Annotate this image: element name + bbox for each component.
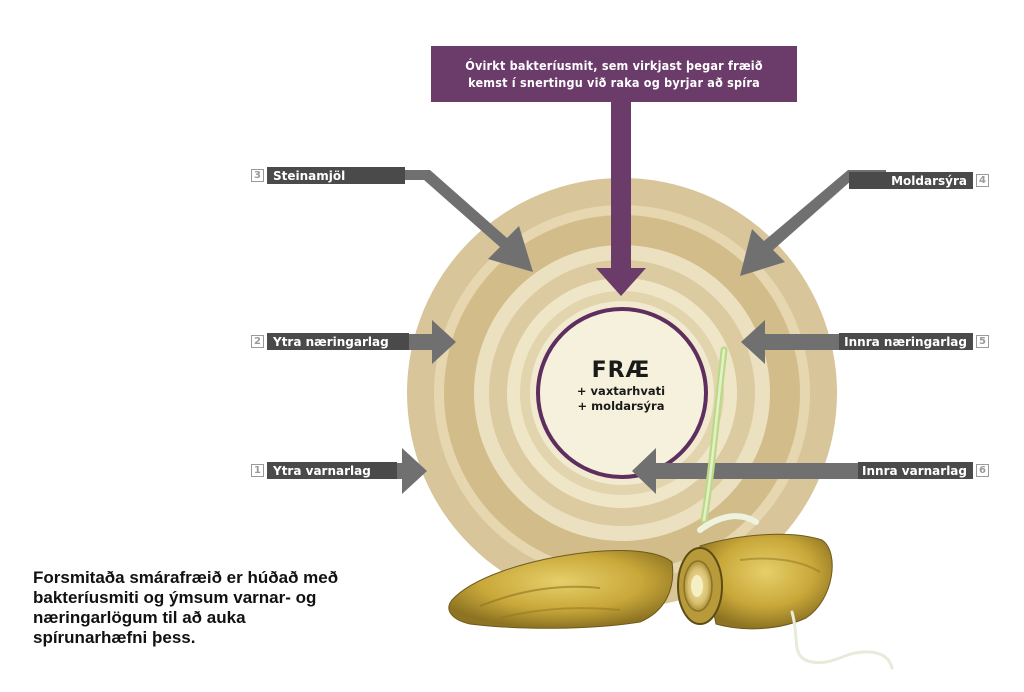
top-banner: Óvirkt bakteríusmit, sem virkjast þegar … <box>431 46 797 102</box>
arrow-steinamjol <box>388 170 533 272</box>
seed-line-2: + moldarsýra <box>577 399 665 413</box>
seed-line-1: + vaxtarhvati <box>576 384 666 398</box>
seed-title: FRÆ <box>591 358 651 383</box>
banner-arrow <box>596 100 646 296</box>
layer-label-5: Innra næringarlag 5 <box>839 333 989 350</box>
layer-arrows <box>382 170 886 494</box>
arrow-moldarsyra <box>740 170 886 276</box>
seed-core-label: FRÆ + vaxtarhvati + moldarsýra <box>548 358 694 414</box>
root-tendril <box>790 610 894 670</box>
layer-number: 2 <box>251 335 264 348</box>
arrow-innra-varnarlag <box>632 448 858 494</box>
layer-name: Innra varnarlag <box>858 462 973 479</box>
layer-number: 5 <box>976 335 989 348</box>
banner-line-1: Óvirkt bakteríusmit, sem virkjast þegar … <box>465 58 763 73</box>
layer-label-4: Moldarsýra 4 <box>849 172 989 189</box>
layer-number: 4 <box>976 174 989 187</box>
coating-rings <box>407 178 837 608</box>
layer-name: Moldarsýra <box>849 172 973 189</box>
seed-pod-left <box>448 550 674 629</box>
arrow-ytra-naeringarlag <box>392 320 456 364</box>
layer-number: 3 <box>251 169 264 182</box>
layer-label-1: 1 Ytra varnarlag <box>251 462 397 479</box>
seed-pod-right <box>699 533 833 630</box>
banner-line-2: kemst í snertingu við raka og byrjar að … <box>468 75 760 90</box>
layer-number: 6 <box>976 464 989 477</box>
layer-label-6: Innra varnarlag 6 <box>858 462 989 479</box>
layer-name: Innra næringarlag <box>839 333 973 350</box>
layer-name: Ytra varnarlag <box>267 462 397 479</box>
layer-label-3: 3 Steinamjöl <box>251 167 405 184</box>
layer-label-2: 2 Ytra næringarlag <box>251 333 409 350</box>
seed-core <box>536 307 708 479</box>
layer-name: Ytra næringarlag <box>267 333 409 350</box>
caption-text: Forsmitaða smárafræið er húðað með bakte… <box>33 568 339 647</box>
arrow-innra-naeringarlag <box>741 320 839 364</box>
sprout <box>697 346 759 533</box>
layer-number: 1 <box>251 464 264 477</box>
arrow-ytra-varnarlag <box>382 448 427 494</box>
seed-pod <box>448 533 894 670</box>
layer-name: Steinamjöl <box>267 167 405 184</box>
